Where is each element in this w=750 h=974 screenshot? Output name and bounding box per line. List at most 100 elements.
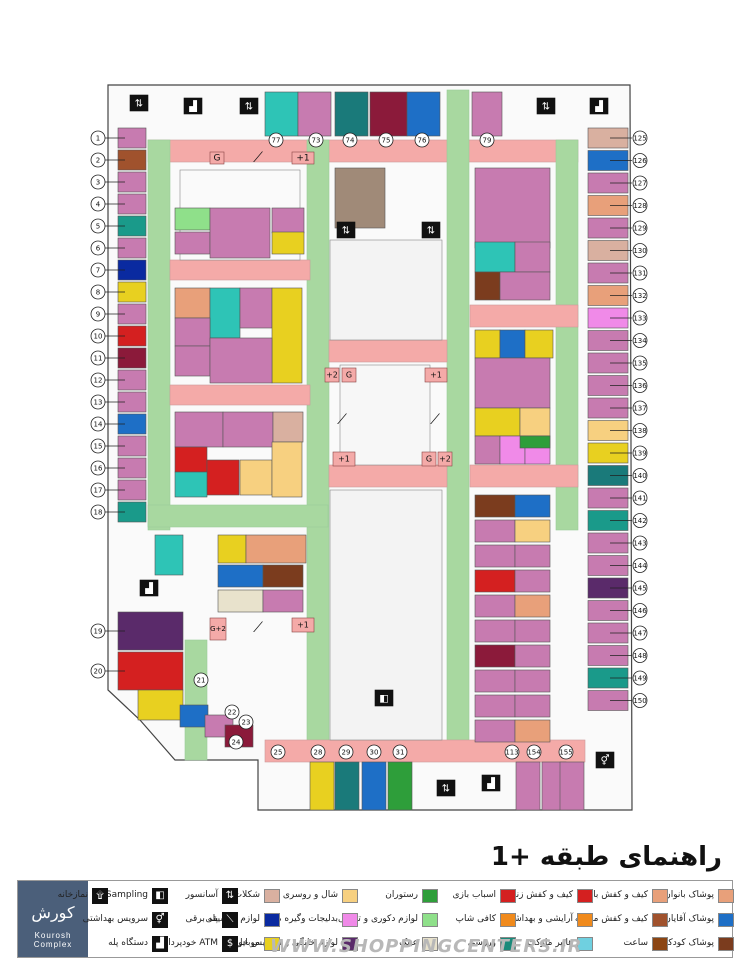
right-number-133-marker	[632, 310, 648, 326]
legend-label: پله برقی	[185, 914, 218, 924]
legend-item: موبایل	[202, 935, 280, 953]
map-title: راهنمای طبقه +1	[490, 842, 722, 872]
right-number-134-marker	[632, 333, 648, 348]
complex-logo: کورش Kourosh Complex	[18, 881, 88, 957]
right-number-136-marker	[632, 378, 648, 393]
legend-item: کیف و کفش بانوان	[577, 887, 668, 905]
shop-84	[474, 271, 501, 301]
right-number-145-marker	[632, 580, 648, 596]
legend-swatch	[652, 937, 668, 951]
bottom-number-31-marker	[392, 744, 408, 760]
corridor-right-1	[469, 304, 579, 328]
bottom-number-29-marker	[338, 744, 354, 760]
shop-81	[474, 167, 551, 249]
right-number-139-marker	[632, 445, 648, 461]
right-number-146-marker	[632, 603, 648, 618]
legend-item: لوازم خانگی و سرویس خواب	[227, 935, 358, 953]
legend-label: کافی شاپ	[455, 914, 496, 924]
lower-right-b-10	[514, 719, 551, 743]
bottom-number-113: 113	[505, 749, 518, 757]
legend-label: ATM خودپرداز	[163, 938, 218, 948]
shop-42	[239, 287, 273, 329]
right-number-134: 134	[633, 337, 647, 345]
top-number-74-marker	[342, 132, 358, 148]
lower-right-a-6	[474, 619, 516, 643]
left-number-6-marker	[90, 240, 106, 256]
lower-right-b-7	[514, 644, 551, 668]
floor-label-p2: +2	[326, 371, 338, 380]
top-shop-79	[471, 91, 503, 137]
legend-item: ساعت	[590, 935, 668, 953]
elevator-icon-4	[336, 221, 356, 239]
shop-21	[137, 689, 184, 721]
legend-amenity: ⇅آسانسور	[168, 887, 238, 905]
left-number-1: 1	[96, 135, 100, 143]
elevator-icon-1	[129, 94, 149, 112]
sampling-icon-glyph: ◧	[379, 694, 388, 705]
shop-45	[174, 345, 211, 377]
bottom-shop-1	[309, 761, 335, 811]
legend-label: ورزشی	[467, 938, 496, 948]
shop-97	[474, 407, 521, 437]
right-number-130: 130	[633, 247, 646, 255]
top-shop-4	[369, 91, 408, 137]
legend-label: پوشاک بانوان	[664, 890, 714, 900]
left-number-12: 12	[94, 377, 103, 385]
right-number-144: 144	[633, 562, 647, 570]
stairs-icon-4-glyph: ▟	[486, 777, 495, 790]
floor-label-box	[209, 151, 225, 165]
left-number-7: 7	[96, 267, 100, 275]
sampling-icon	[374, 689, 394, 707]
bottom-number-24: 24	[232, 739, 241, 747]
right-number-138: 138	[633, 427, 646, 435]
corridor-lower-1	[184, 639, 208, 761]
shop-31	[271, 231, 305, 255]
legend-swatch	[500, 889, 516, 903]
legend-item: آرایشی و بهداشتی	[504, 911, 593, 929]
right-number-133: 133	[633, 315, 646, 323]
stairs-icon-4	[481, 774, 501, 792]
top-number-79: 79	[483, 137, 492, 145]
floor-label-box	[437, 451, 453, 467]
bottom-number-22-marker	[224, 704, 240, 720]
prayer-room-icon: ۩	[92, 888, 108, 904]
legend-label: رستوران	[385, 890, 418, 900]
right-number-125: 125	[633, 135, 646, 143]
right-number-131: 131	[633, 270, 646, 278]
legend-label: Sampling	[105, 890, 148, 900]
legend-label: اسباب بازی	[452, 890, 496, 900]
floor-label-p1-4: +1	[297, 621, 309, 630]
floor-label-box	[424, 367, 448, 383]
lower-right-a-10	[474, 719, 516, 743]
right-number-150-marker	[632, 693, 648, 708]
floor-label-p2-2: +2	[439, 455, 451, 464]
shop-block-b	[209, 337, 273, 384]
right-number-138-marker	[632, 423, 648, 438]
right-number-144-marker	[632, 558, 648, 573]
legend-item: عینک	[360, 935, 438, 953]
corridor-right	[555, 139, 579, 531]
escalator-icon-3: ⟋	[430, 412, 440, 428]
legend-swatch	[577, 889, 593, 903]
legend-swatch	[342, 889, 358, 903]
elevator-icon-1-glyph: ⇅	[135, 99, 143, 110]
shop-block-mid	[474, 357, 551, 409]
elevator-icon-6-glyph: ⇅	[442, 784, 450, 795]
left-shop-19	[117, 611, 184, 651]
lower-right-a-5	[474, 594, 516, 618]
top-shop-1	[264, 91, 299, 137]
top-shop-3	[334, 91, 369, 137]
stairs-icon-1	[183, 97, 203, 115]
right-number-143-marker	[632, 535, 648, 551]
right-number-136: 136	[633, 382, 647, 390]
legend-item: هایپر مارکت	[515, 935, 593, 953]
shop-64	[262, 589, 304, 613]
corridor-mid-2	[169, 384, 311, 406]
shop-40	[271, 287, 303, 384]
left-number-2-marker	[90, 152, 106, 168]
legend-swatch	[342, 937, 358, 951]
corridor-center	[328, 339, 448, 363]
right-number-148: 148	[633, 652, 646, 660]
right-number-140: 140	[633, 472, 646, 480]
legend-swatch	[652, 889, 668, 903]
